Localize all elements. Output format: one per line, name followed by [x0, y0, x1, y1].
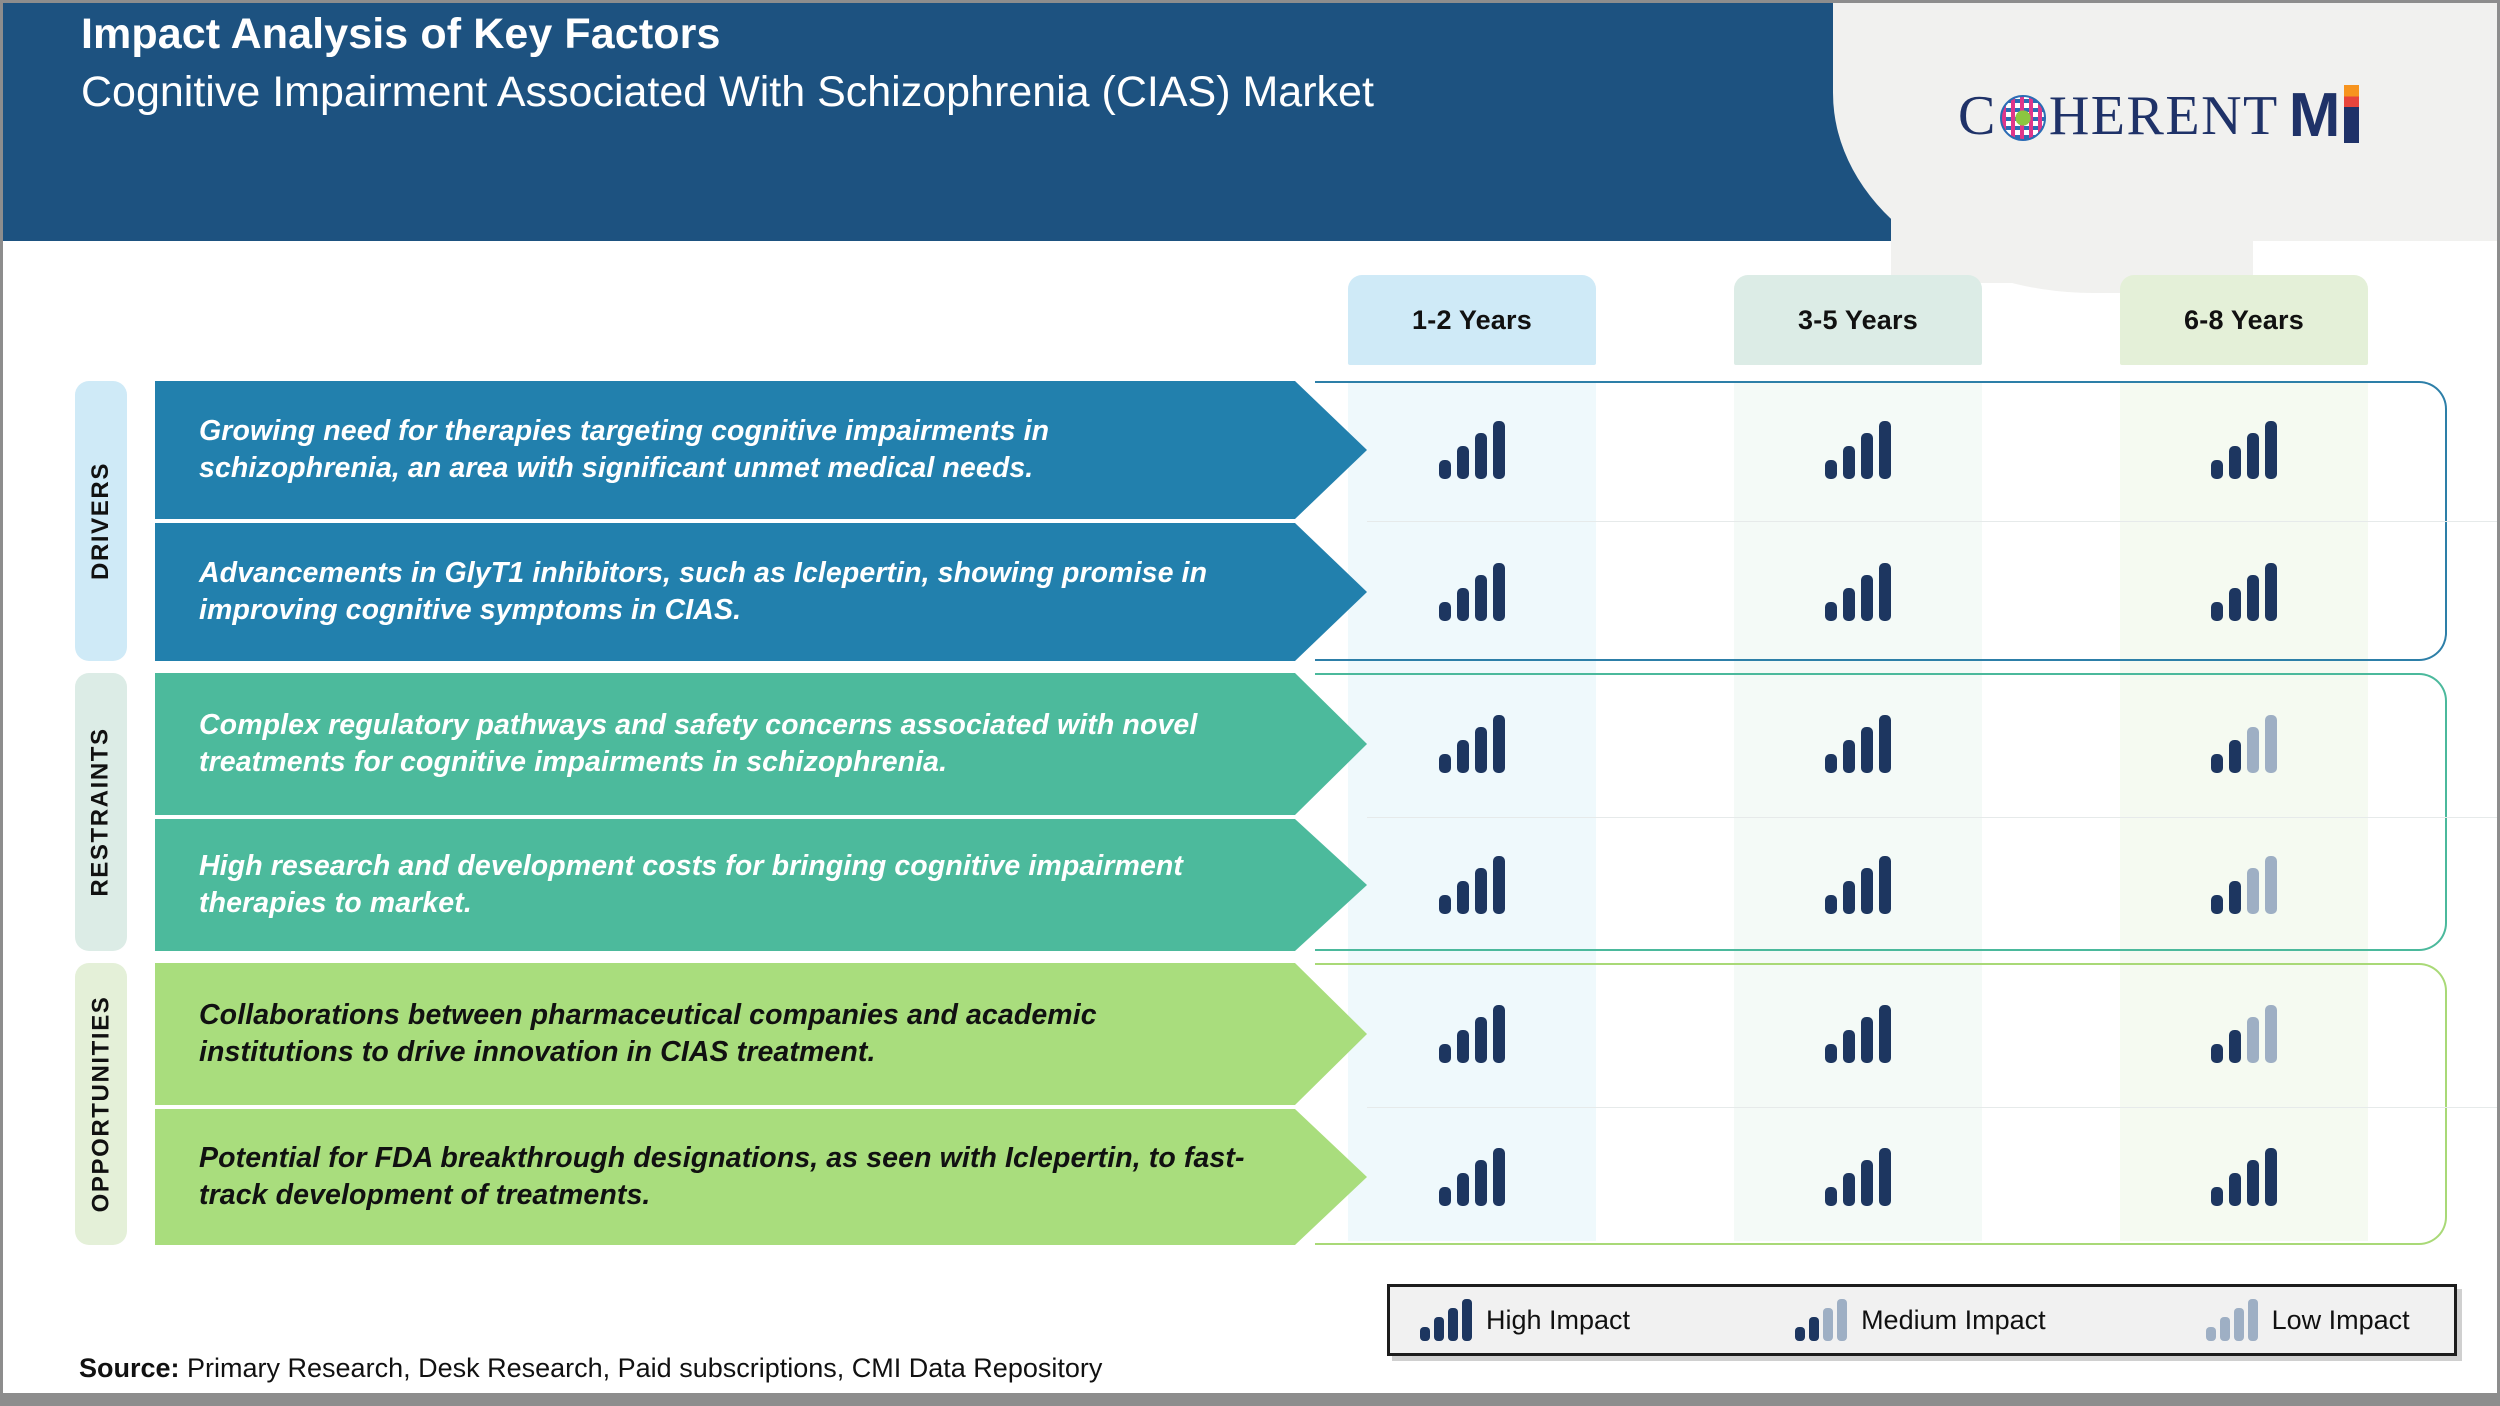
legend-item-medium-impact: Medium Impact: [1795, 1299, 2046, 1341]
section-drivers: DRIVERS Growing need for therapies targe…: [75, 381, 2497, 661]
impact-bar-icon: [2211, 715, 2277, 773]
section-tab-restraints: RESTRAINTS: [75, 673, 127, 951]
impact-bar-icon: [1825, 563, 1891, 621]
impact-bar-icon: [2211, 1148, 2277, 1206]
header-curve-decoration-2: [1891, 153, 2191, 283]
impact-bar-icon: [1439, 715, 1505, 773]
logo-letters-herent: HERENT: [2048, 84, 2279, 147]
column-header-6-8-years: 6-8 Years: [2120, 275, 2368, 365]
logo-i-bar-icon: [2344, 84, 2360, 143]
impact-bar-icon: [1439, 421, 1505, 479]
factor-text: Potential for FDA breakthrough designati…: [199, 1141, 1245, 1211]
factor-text: Collaborations between pharmaceutical co…: [199, 998, 1097, 1068]
factor-row: High research and development costs for …: [127, 819, 1367, 951]
logo-mi: M: [2288, 80, 2360, 150]
factor-text: High research and development costs for …: [199, 849, 1183, 919]
bar-chart-icon-low: [2205, 1299, 2260, 1341]
row-divider: [1367, 1107, 2497, 1108]
factor-arrow: High research and development costs for …: [155, 819, 1367, 951]
page-title: Cognitive Impairment Associated With Sch…: [81, 67, 1374, 116]
row-divider: [1367, 817, 2497, 818]
column-header-1-2-years: 1-2 Years: [1348, 275, 1596, 365]
legend-item-high-impact: High Impact: [1420, 1299, 1630, 1341]
factor-arrow: Potential for FDA breakthrough designati…: [155, 1109, 1367, 1245]
column-stripe-1-2-years: [1348, 381, 1596, 1241]
impact-bar-icon: [1439, 1148, 1505, 1206]
legend: High Impact Medium Impact Low Impact: [1387, 1284, 2457, 1356]
legend-label: Low Impact: [2271, 1304, 2410, 1335]
impact-bar-icon: [2211, 1005, 2277, 1063]
impact-bar-icon: [1439, 563, 1505, 621]
section-outline: [1315, 673, 2447, 951]
header-eyebrow: Impact Analysis of Key Factors: [81, 10, 721, 58]
legend-label: Medium Impact: [1861, 1304, 2046, 1335]
factor-arrow: Growing need for therapies targeting cog…: [155, 381, 1367, 519]
impact-bar-icon: [2211, 421, 2277, 479]
bar-chart-icon-high: [1420, 1299, 1474, 1341]
legend-label: High Impact: [1486, 1304, 1631, 1335]
impact-bar-icon: [1825, 715, 1891, 773]
section-tab-opportunities: OPPORTUNITIES: [75, 963, 127, 1245]
column-header-3-5-years: 3-5 Years: [1734, 275, 1982, 365]
section-label: RESTRAINTS: [87, 727, 114, 897]
source-note: Source: Primary Research, Desk Research,…: [79, 1353, 1102, 1384]
factor-row: Collaborations between pharmaceutical co…: [127, 963, 1367, 1105]
source-label: Source:: [79, 1353, 180, 1383]
globe-icon: [1999, 94, 2046, 141]
impact-bar-icon: [1439, 1005, 1505, 1063]
impact-bar-icon: [1825, 856, 1891, 914]
header-blue-band: [3, 3, 1963, 241]
source-text: Primary Research, Desk Research, Paid su…: [179, 1353, 1103, 1383]
factor-arrow: Collaborations between pharmaceutical co…: [155, 963, 1367, 1105]
impact-bar-icon: [1825, 1148, 1891, 1206]
impact-bar-icon: [1439, 856, 1505, 914]
section-label: OPPORTUNITIES: [87, 995, 115, 1213]
factor-arrow: Advancements in GlyT1 inhibitors, such a…: [155, 523, 1367, 661]
factor-row: Growing need for therapies targeting cog…: [127, 381, 1367, 519]
column-stripe-3-5-years: [1734, 381, 1982, 1241]
factor-text: Complex regulatory pathways and safety c…: [199, 708, 1198, 778]
factor-row: Potential for FDA breakthrough designati…: [127, 1109, 1367, 1245]
legend-item-low-impact: Low Impact: [2205, 1299, 2410, 1341]
section-opportunities: OPPORTUNITIES Collaborations between pha…: [75, 963, 2497, 1245]
column-stripe-6-8-years: [2120, 381, 2368, 1241]
factor-arrow: Complex regulatory pathways and safety c…: [155, 673, 1367, 815]
impact-bar-icon: [2211, 563, 2277, 621]
row-divider: [1367, 521, 2497, 522]
logo-wordmark: C HERENT: [1958, 88, 2279, 144]
section-tab-drivers: DRIVERS: [75, 381, 127, 661]
section-label: DRIVERS: [87, 462, 115, 580]
header-titles: Impact Analysis of Key Factors Cognitive…: [81, 9, 1841, 119]
impact-bar-icon: [2211, 856, 2277, 914]
logo-letter-m: M: [2288, 80, 2341, 150]
impact-bar-icon: [1825, 1005, 1891, 1063]
impact-bar-icon: [1825, 421, 1891, 479]
factor-row: Advancements in GlyT1 inhibitors, such a…: [127, 523, 1367, 661]
factor-row: Complex regulatory pathways and safety c…: [127, 673, 1367, 815]
logo-letter-c: C: [1958, 84, 1997, 147]
footer-bar: [3, 1393, 2497, 1403]
factor-text: Growing need for therapies targeting cog…: [199, 414, 1050, 484]
coherentmi-logo: C HERENT M: [1958, 63, 2468, 168]
page-header: Impact Analysis of Key Factors Cognitive…: [3, 3, 2497, 293]
bar-chart-icon-medium: [1795, 1299, 1849, 1341]
section-outline: [1315, 963, 2447, 1245]
section-restraints: RESTRAINTS Complex regulatory pathways a…: [75, 673, 2497, 951]
factor-text: Advancements in GlyT1 inhibitors, such a…: [199, 556, 1208, 626]
